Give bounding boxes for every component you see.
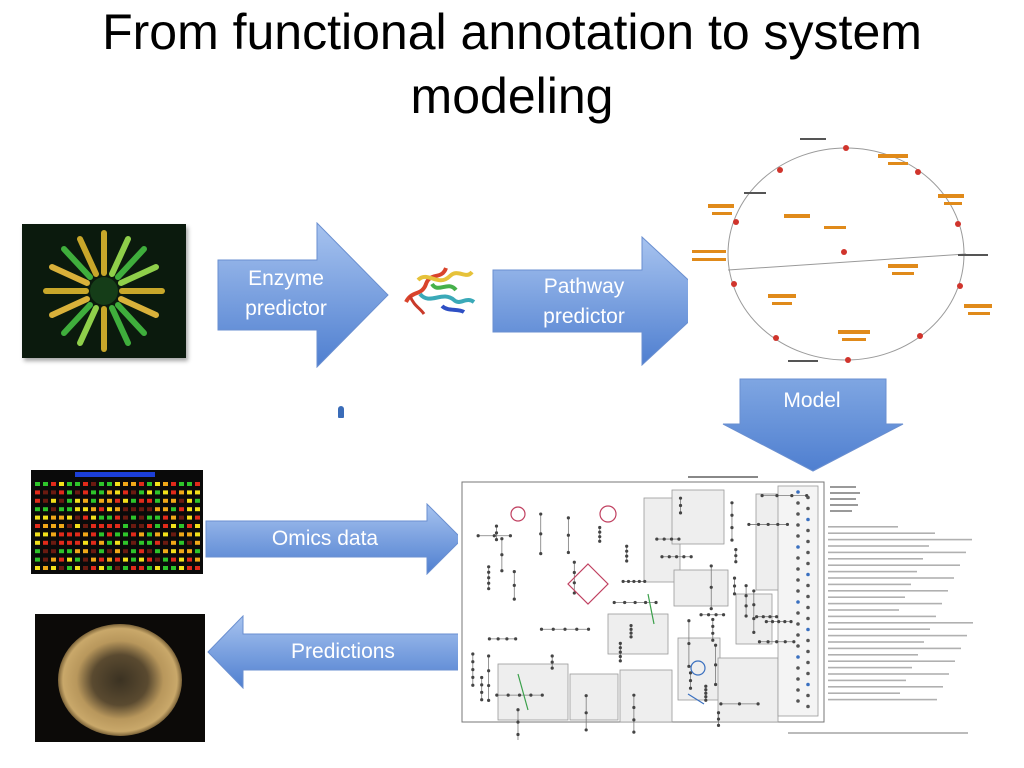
protein-ribbon-icon xyxy=(398,250,480,322)
model-label: Model xyxy=(783,389,841,412)
colony-photo-icon xyxy=(35,614,205,742)
protein-structure-image xyxy=(398,250,480,322)
microarray-grid-icon xyxy=(31,470,203,574)
pathway-cycle-image xyxy=(688,134,998,374)
pathway-predictor-label: Pathway predictor xyxy=(543,275,625,328)
pathway-predictor-arrow: Pathway predictor xyxy=(492,236,712,366)
colony-photo-image xyxy=(35,614,205,742)
predictions-label: Predictions xyxy=(291,640,395,663)
metabolic-map-image xyxy=(458,474,984,740)
enzyme-predictor-label: Enzyme predictor xyxy=(245,267,327,320)
microscopy-colony-icon xyxy=(22,224,186,358)
omics-data-arrow: Omics data xyxy=(205,503,463,575)
omics-data-label: Omics data xyxy=(271,527,379,550)
enzyme-predictor-arrow: Enzyme predictor xyxy=(217,222,389,368)
colony-fluorescence-image xyxy=(22,224,186,358)
metabolic-cycle-diagram xyxy=(688,134,998,374)
metabolic-network-map xyxy=(458,474,984,740)
slide-title: From functional annotation to system mod… xyxy=(102,4,922,124)
predictions-arrow: Predictions xyxy=(207,615,469,689)
stray-mark xyxy=(338,406,344,418)
microarray-image xyxy=(31,470,203,574)
model-arrow: Model xyxy=(722,378,904,472)
